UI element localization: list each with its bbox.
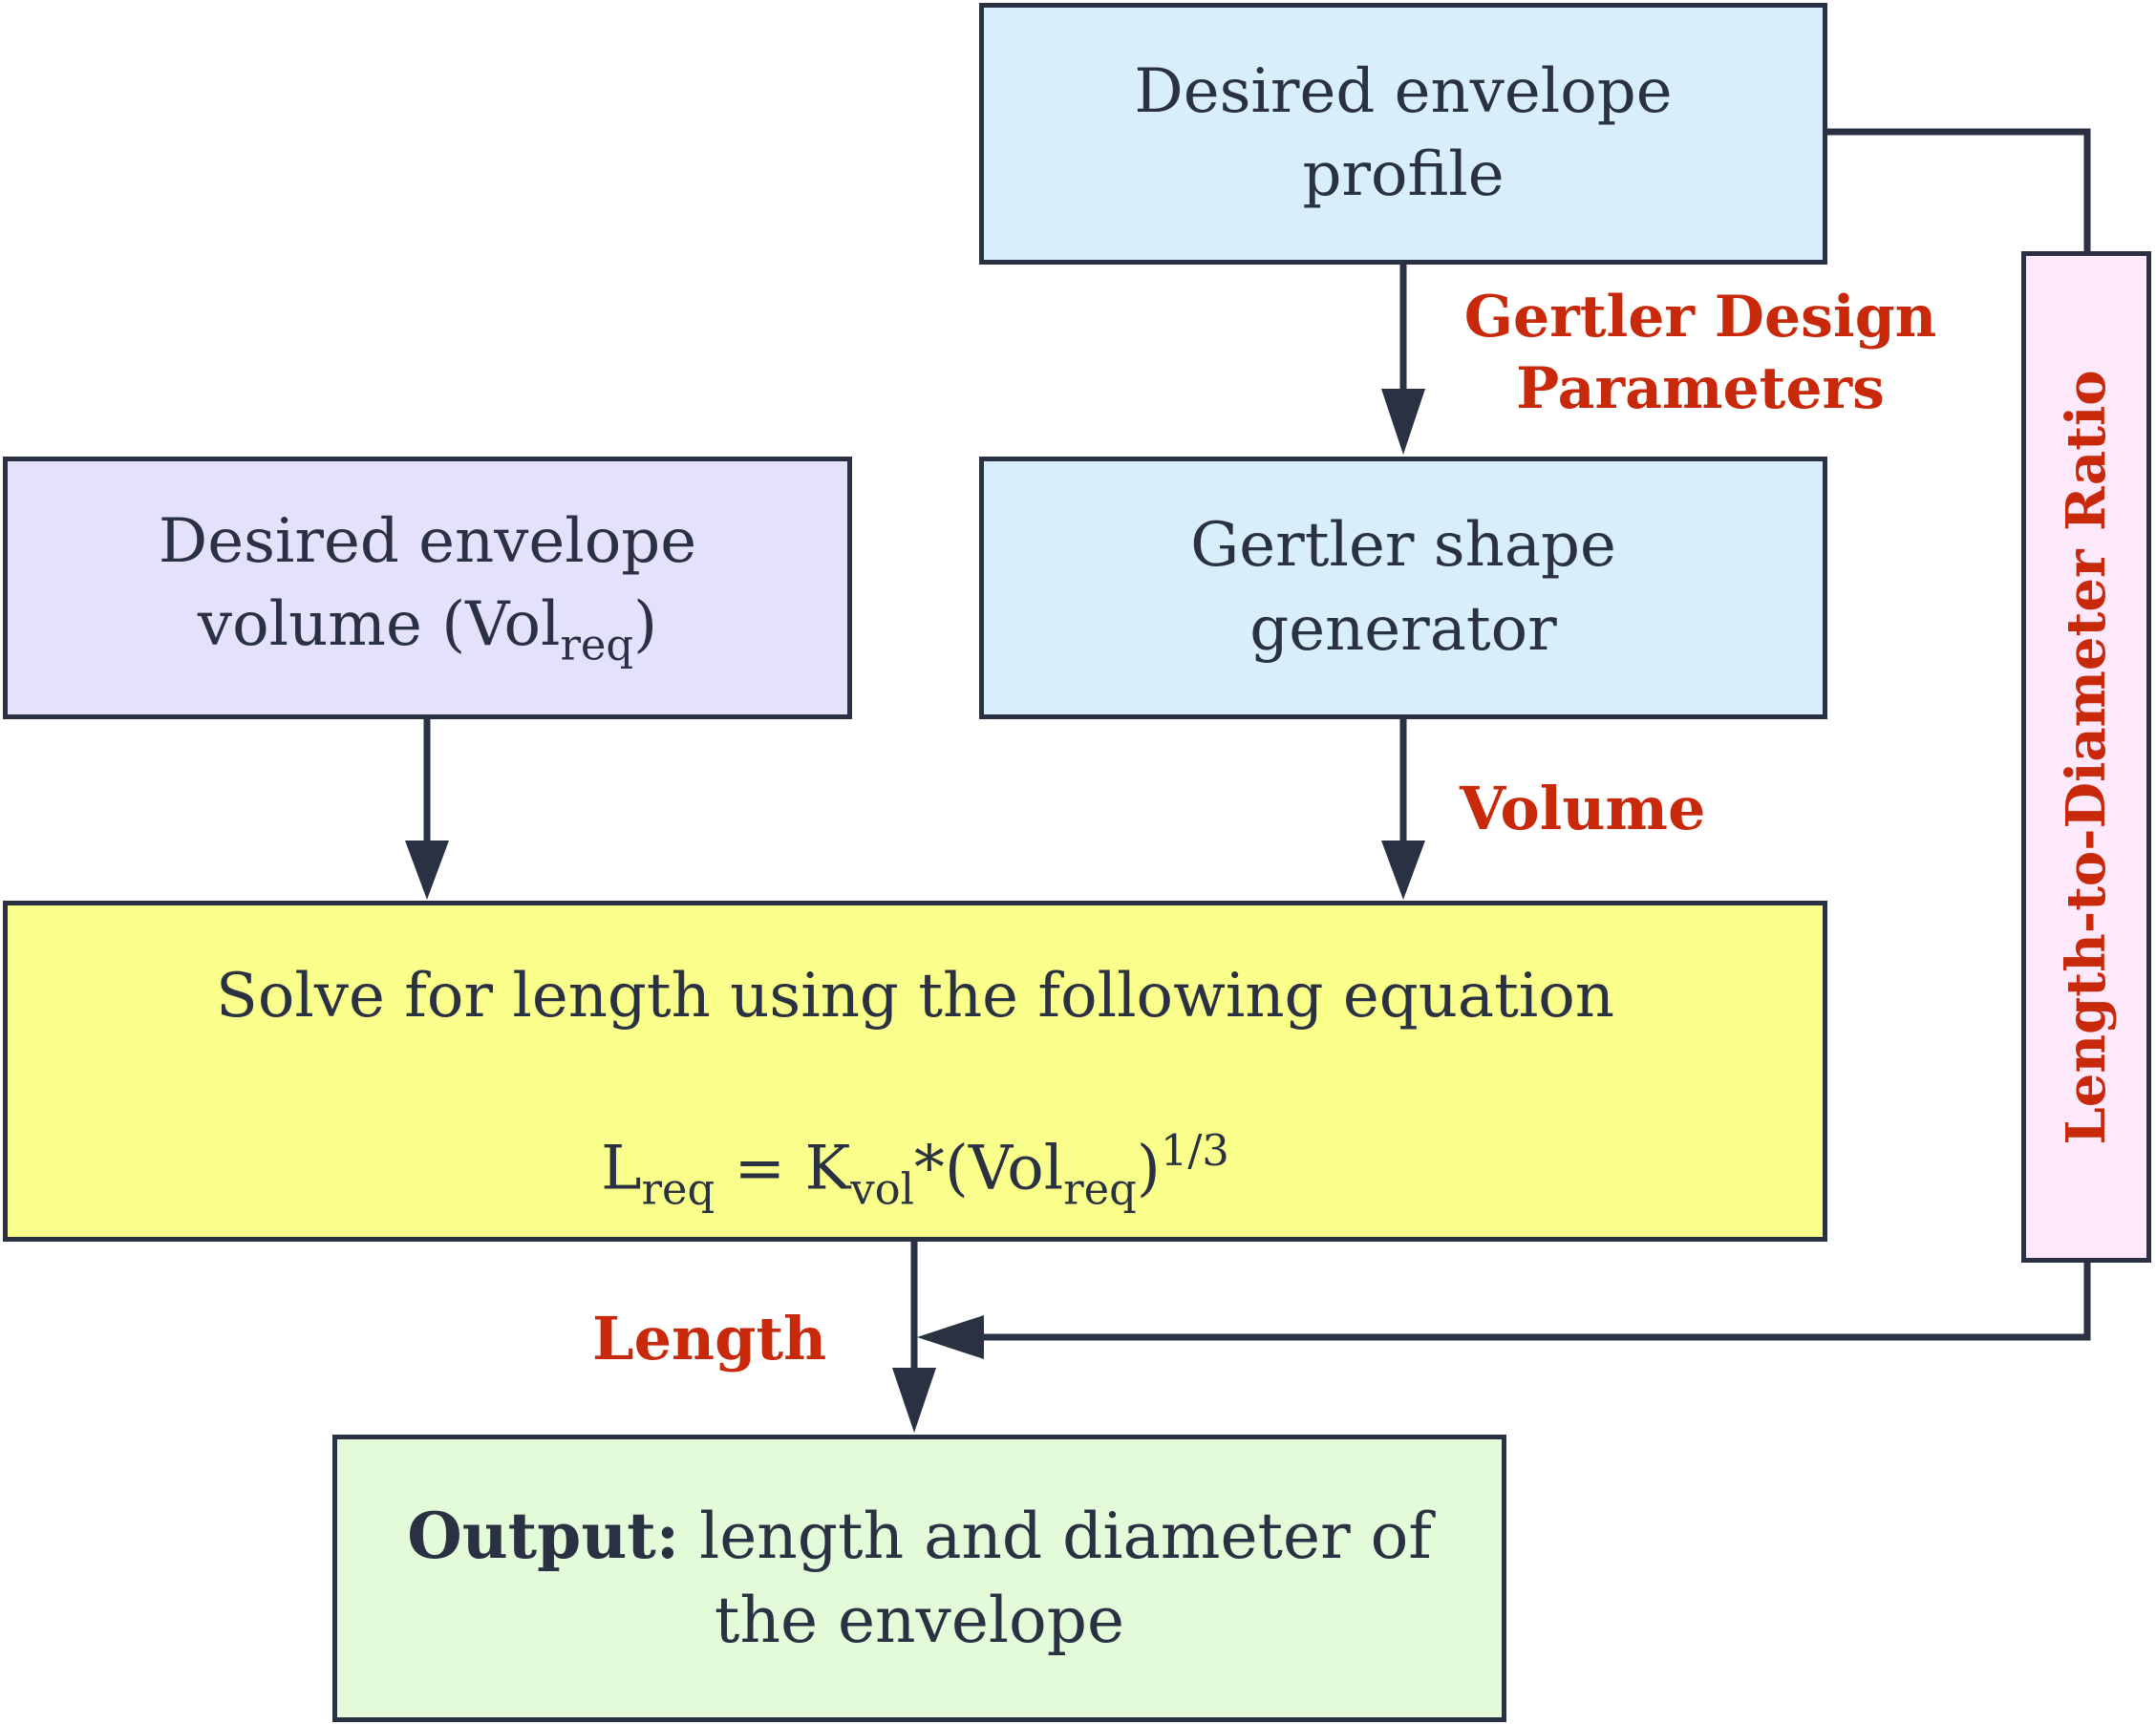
- solve-title: Solve for length using the following equ…: [215, 961, 1615, 1032]
- gertler-params-line2: Parameters: [1516, 355, 1885, 422]
- arrowhead-gertler-to-solve: [1381, 841, 1425, 900]
- output-line1-rest: length and diameter of: [679, 1499, 1432, 1573]
- output-box: Output: length and diameter of the envel…: [332, 1435, 1506, 1722]
- connector-profile-to-ldr: [1827, 128, 2091, 251]
- volume-edge-label: Volume: [1460, 774, 1706, 843]
- profile-line2: profile: [1302, 139, 1505, 210]
- output-line2: the envelope: [714, 1583, 1125, 1657]
- eq-vol-subscript: req: [1063, 1163, 1137, 1215]
- profile-line1: Desired envelope: [1134, 55, 1673, 127]
- arrowhead-profile-to-gertler: [1381, 389, 1425, 455]
- eq-times-vol: *(Vol: [913, 1133, 1064, 1204]
- gertler-params-line1: Gertler Design: [1463, 284, 1937, 351]
- length-to-diameter-ratio-box: Length-to-Diameter Ratio: [2021, 251, 2151, 1263]
- arrowhead-solve-to-output: [892, 1368, 936, 1433]
- eq-close-paren: ): [1136, 1133, 1161, 1204]
- gertler-line2: generator: [1249, 593, 1557, 665]
- desired-envelope-profile-box: Desired envelope profile: [979, 3, 1827, 265]
- eq-k-subscript: vol: [850, 1163, 914, 1215]
- volume-line2-suffix: ): [633, 589, 658, 661]
- arrowhead-volume-to-solve: [405, 841, 449, 900]
- connector-ldr-to-output-line: [965, 1263, 2091, 1341]
- eq-L: L: [601, 1133, 642, 1204]
- eq-equals-k: = K: [715, 1133, 851, 1204]
- arrowhead-ldr-to-length: [917, 1315, 984, 1359]
- gertler-line1: Gertler shape: [1190, 510, 1616, 582]
- volume-line2-prefix: volume (Vol: [197, 589, 561, 661]
- eq-L-subscript: req: [641, 1163, 715, 1215]
- solve-for-length-box: Solve for length using the following equ…: [3, 901, 1827, 1242]
- volume-line1: Desired envelope: [158, 506, 697, 578]
- gertler-design-parameters-label: Gertler Design Parameters: [1457, 282, 1944, 425]
- volume-line2: volume (Volreq): [198, 584, 657, 675]
- eq-exponent: 1/3: [1160, 1125, 1229, 1177]
- ldr-label: Length-to-Diameter Ratio: [2054, 369, 2118, 1145]
- desired-envelope-volume-box: Desired envelope volume (Volreq): [3, 457, 852, 719]
- length-edge-label: Length: [592, 1304, 827, 1373]
- volume-req-subscript: req: [560, 619, 634, 670]
- output-line1: Output: length and diameter of: [407, 1495, 1432, 1579]
- output-bold-label: Output:: [407, 1498, 680, 1573]
- gertler-shape-generator-box: Gertler shape generator: [979, 457, 1827, 719]
- length-equation: Lreq = Kvol*(Volreq)1/3: [601, 1122, 1229, 1219]
